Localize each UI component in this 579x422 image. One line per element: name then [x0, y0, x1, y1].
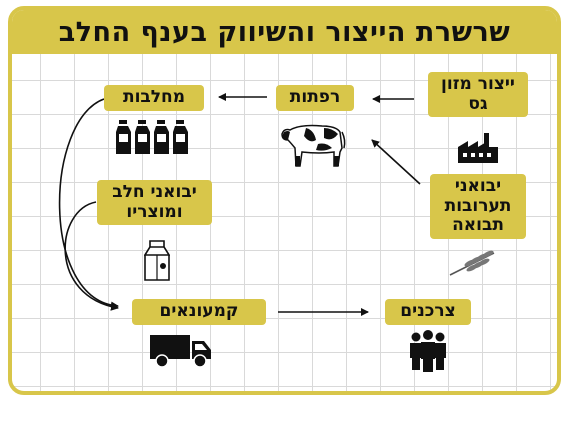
truck-icon — [150, 335, 211, 368]
wheat-icon — [449, 250, 495, 276]
diagram-title: שרשרת הייצור והשיווק בענף החלב — [12, 10, 557, 54]
node-retailers: קמעונאים — [132, 299, 266, 325]
node-feed-producers: ייצור מזון גס — [428, 72, 528, 118]
arrow-grain-to-farms — [371, 139, 421, 185]
node-dairies: מחלבות — [104, 85, 204, 111]
arrow-milkimports-to-retailers — [64, 201, 119, 311]
node-milk-imports: יבואני חלב ומוצריו — [97, 180, 212, 226]
node-farms: רפתות — [276, 85, 354, 111]
milk-carton-icon — [144, 240, 170, 281]
node-consumers: צרכנים — [385, 299, 471, 325]
factory-icon — [458, 133, 498, 163]
milk-bottles-icon — [116, 120, 188, 154]
people-icon — [410, 330, 446, 372]
cow-icon — [281, 124, 346, 167]
node-grain-imports: יבואני תערובות תבואה — [430, 174, 526, 239]
arrow-dairies-to-retailers — [58, 98, 119, 310]
